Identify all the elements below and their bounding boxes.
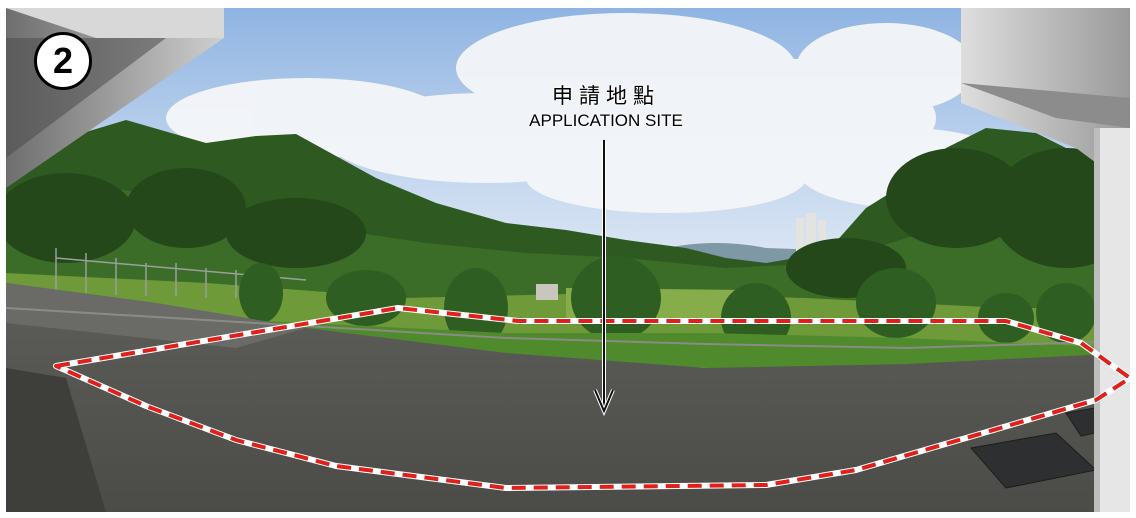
label-chinese: 申請地點 [552, 84, 660, 108]
site-boundary [53, 305, 1130, 491]
pavement-wet-patch [6, 368, 106, 512]
tree-canopy [6, 148, 1130, 298]
pointer-arrow [593, 140, 615, 417]
small-shed [536, 284, 558, 300]
right-building-overhang [961, 8, 1130, 512]
site-photo [6, 8, 1130, 512]
application-site-label: 申請地點 APPLICATION SITE [496, 82, 716, 132]
photo-number-badge: 2 [34, 32, 92, 90]
pavement-sunlit-patch [6, 283, 306, 348]
photo-number: 2 [52, 40, 74, 81]
label-english: APPLICATION SITE [529, 111, 683, 130]
